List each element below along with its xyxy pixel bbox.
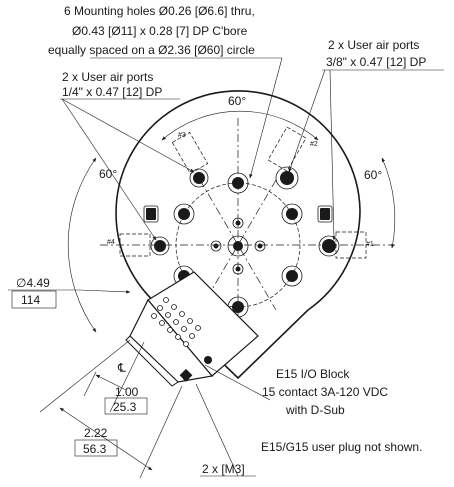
air-ports [119, 126, 367, 259]
angle-right-label: 60° [364, 168, 382, 182]
callout-io-block: E15 I/O Block 15 contact 3A-120 VDC with… [262, 367, 388, 417]
io-line-1: E15 I/O Block [276, 367, 350, 381]
offset-inch-label: 1.00 [115, 385, 139, 399]
dsub-pins [151, 297, 201, 347]
angle-top-label: 60° [228, 94, 246, 108]
mounting-hole [173, 203, 195, 225]
air-port-1 [318, 231, 367, 259]
air-small-line-2: 1/4" x 0.47 [12] DP [62, 85, 162, 99]
port-label-2: #2 [310, 141, 318, 148]
io-line-3: with D-Sub [285, 403, 345, 417]
leader-lines [8, 57, 444, 477]
screw-head [179, 368, 193, 382]
mounting-hole [281, 203, 303, 225]
centerline-symbol: ℄ [117, 361, 126, 375]
screw [204, 356, 212, 364]
mounting-line-2: Ø0.43 [Ø11] x 0.28 [7] DP C'bore [72, 24, 248, 38]
angle-dimensions [67, 110, 396, 333]
diameter-mm-label: 114 [21, 293, 40, 307]
callout-mounting: 6 Mounting holes Ø0.26 [Ø6.6] thru, Ø0.4… [48, 4, 255, 57]
air-small-line-1: 2 x User air ports [62, 70, 153, 84]
port-label-1: #1 [366, 241, 374, 248]
screws-label: 2 x [M3] [202, 462, 245, 476]
diameter-inch-label: ∅4.49 [16, 276, 50, 290]
io-block [125, 271, 259, 387]
mounting-hole [227, 172, 249, 194]
mounting-line-1: 6 Mounting holes Ø0.26 [Ø6.6] thru, [64, 4, 255, 18]
port-label-4: #4 [107, 239, 115, 246]
mounting-hole [281, 265, 303, 287]
air-large-line-2: 3/8" x 0.47 [12] DP [326, 55, 426, 69]
angle-left-label: 60° [99, 167, 117, 181]
io-line-2: 15 contact 3A-120 VDC [262, 385, 388, 399]
length-mm-label: 56.3 [83, 442, 107, 456]
air-large-line-1: 2 x User air ports [328, 38, 419, 52]
note-label: E15/G15 user plug not shown. [261, 440, 422, 454]
length-inch-label: 2.22 [84, 426, 108, 440]
center-features [143, 205, 333, 275]
callout-air-large: 2 x User air ports 3/8" x 0.47 [12] DP [326, 38, 426, 69]
air-port-2 [267, 126, 307, 190]
offset-mm-label: 25.3 [113, 400, 137, 414]
mounting-line-3: equally spaced on a Ø2.36 [Ø60] circle [48, 43, 255, 57]
linear-dimensions [11, 290, 183, 479]
air-port-4 [119, 233, 170, 257]
port-label-3: #3 [178, 132, 186, 139]
callout-air-small: 2 x User air ports 1/4" x 0.47 [12] DP [62, 70, 162, 99]
